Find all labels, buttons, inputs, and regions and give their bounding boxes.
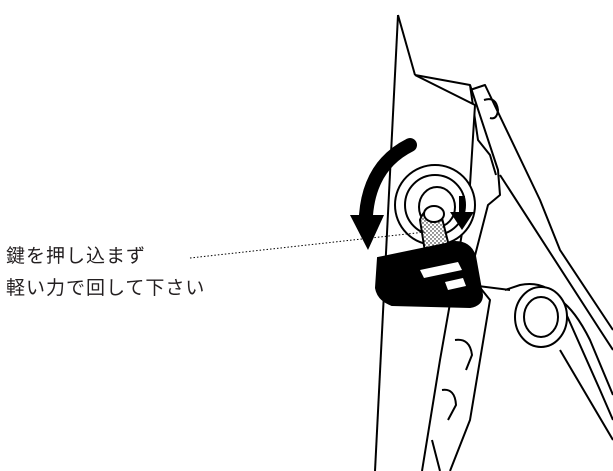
key-shaft — [418, 205, 452, 256]
leader-line — [189, 231, 426, 259]
instruction-line-1: 鍵を押し込まず — [6, 245, 147, 267]
pivot-bolt — [514, 286, 568, 348]
stand-leg — [469, 84, 613, 441]
rotate-arrow-icon — [350, 138, 417, 250]
key-head — [374, 240, 484, 309]
instruction-caption: 鍵を押し込まず 軽い力で回して下さい — [6, 240, 205, 304]
instruction-line-2: 軽い力で回して下さい — [6, 277, 206, 299]
push-down-arrow-icon — [450, 196, 474, 230]
